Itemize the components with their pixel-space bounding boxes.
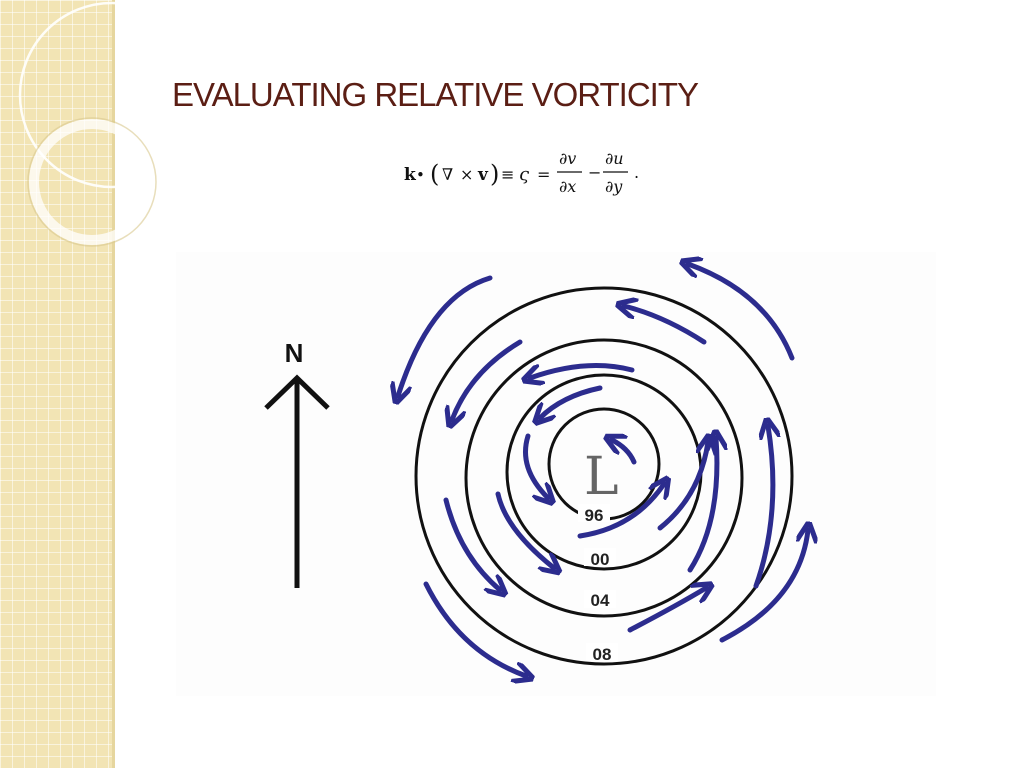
wind-arrow-inner-left [523,433,549,498]
formula-fraction2-denominator: ∂y [605,177,623,196]
wind-arrow-outer-upper-left [398,275,493,396]
formula-fraction1-denominator: ∂x [559,177,576,196]
isobar-label-00: 00 [591,550,610,569]
wind-arrow-center [612,440,637,465]
wind-arrows [398,264,808,676]
formula-equals: = [537,165,550,184]
isobar-label-04: 04 [591,591,610,610]
decorative-circles [18,1,200,247]
wind-arrow-mid-left [495,491,554,568]
formula-minus: − [588,163,601,182]
side-panel-edge [112,0,115,768]
wind-arrow-outer-top-right [688,264,795,361]
wind-arrow-outer-top [624,306,707,345]
wind-arrow-inner-bottom [577,484,664,539]
vorticity-formula: k • ( ∇ × v ) ≡ ς = ∂v ∂x − ∂u ∂y . [404,149,639,196]
isobar-label-96: 96 [585,506,604,525]
decorative-circle-large [18,1,200,189]
north-arrow: N [264,338,330,588]
wind-arrow-outer-bottom-left [423,581,526,676]
north-label: N [285,338,304,368]
wind-arrow-outer-bottom [627,588,706,633]
isobar-04 [464,338,744,618]
wind-arrow-inner-top [540,385,603,418]
formula-open-paren: ( [430,160,439,188]
formula-fraction2-numerator: ∂u [605,149,624,168]
formula-times: × [460,165,473,184]
decorative-ring-shadow [27,117,157,247]
isobar-label-08: 08 [593,645,612,664]
diagram-background [176,252,936,696]
slide-title: EVALUATING RELATIVE VORTICITY [172,76,699,113]
formula-equiv: ≡ [501,165,514,184]
isobars [414,286,794,666]
formula-close-paren: ) [490,160,499,188]
low-pressure-center-label: L [584,447,619,507]
isobar-label-00-bg [584,548,616,566]
wind-arrow-outer-far-right [719,530,808,643]
wind-arrow-mid-upper-left [452,339,523,420]
wind-arrow-mid-top [530,363,635,379]
wind-arrow-outer-left [443,497,500,590]
isobar-label-96-bg [578,504,610,522]
formula-period: . [634,163,639,182]
wind-arrow-outer-right [753,426,773,589]
isobar-label-08-bg [586,643,618,661]
wind-arrow-inner-right [657,442,708,531]
formula-k: k [404,165,417,185]
north-arrow-head [264,374,330,410]
decorative-ring [29,119,155,245]
formula-dot: • [416,166,425,184]
formula-fraction1-numerator: ∂v [559,149,576,168]
isobar-label-04-bg [584,590,616,608]
formula-nabla: ∇ [442,165,453,184]
isobar-08 [414,286,794,666]
wind-arrow-mid-right [687,438,717,573]
formula-zeta: ς [519,164,530,185]
formula-v-vector: v [477,165,489,185]
